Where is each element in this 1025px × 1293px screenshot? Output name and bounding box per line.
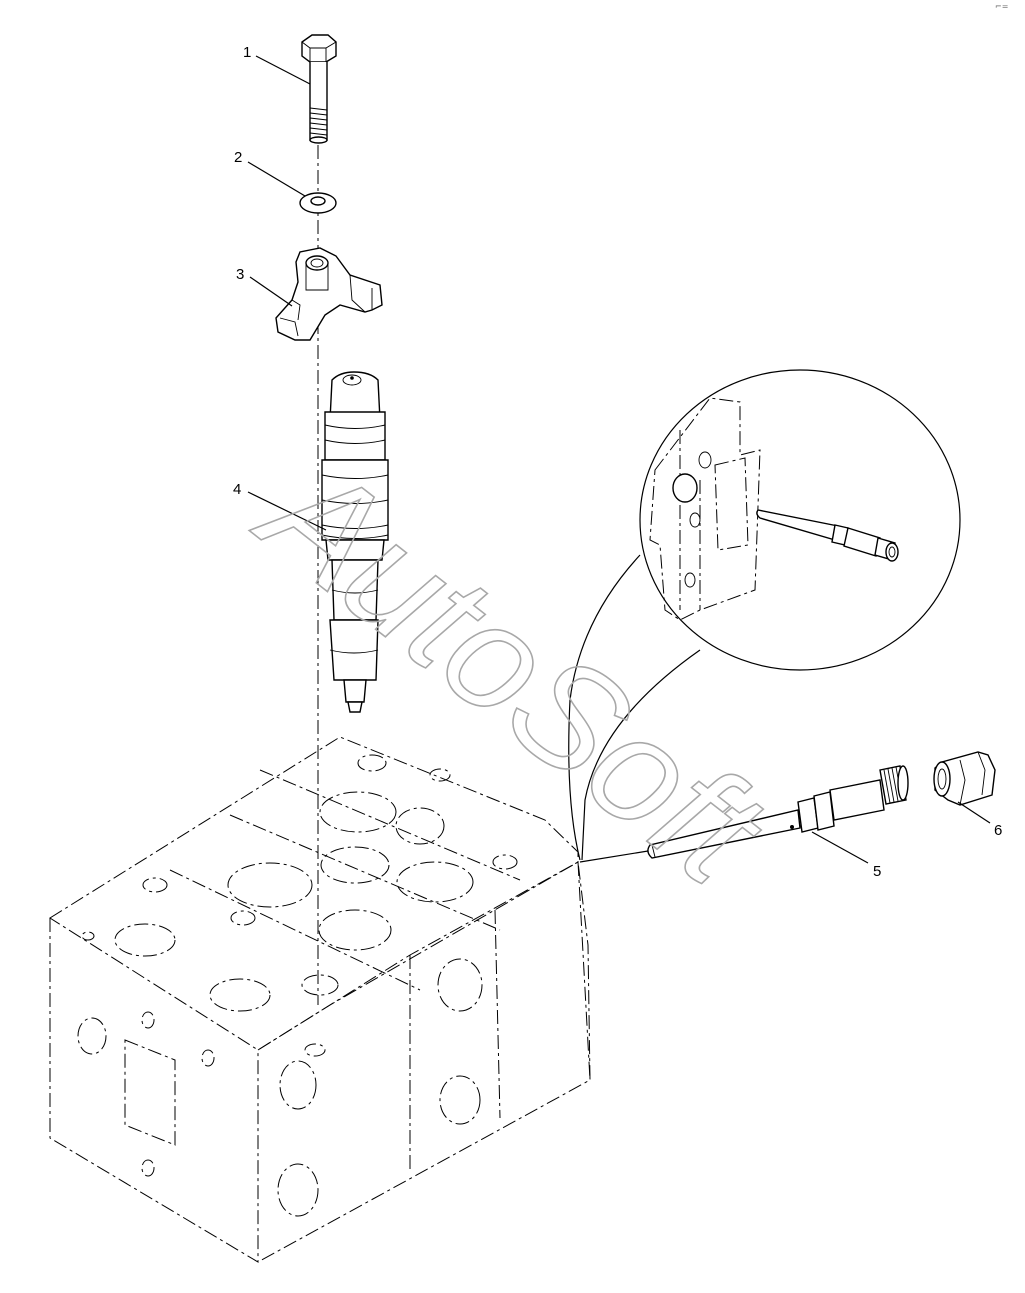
callout-6: 6 [994, 822, 1002, 839]
connector-leader [579, 850, 649, 863]
corner-mark: ⌐= [995, 2, 1008, 11]
connector-pipe-icon [647, 765, 909, 859]
callout-3: 3 [236, 266, 244, 283]
callout-5: 5 [873, 863, 881, 880]
washer-icon [299, 192, 337, 214]
callout-2: 2 [234, 149, 242, 166]
watermark-logo: AutoSoft [229, 423, 796, 918]
cylinder-head-icon [49, 736, 591, 1263]
injector-icon [321, 371, 389, 713]
clamp-icon [275, 247, 383, 341]
callout-1: 1 [243, 44, 251, 61]
detail-view-icon [568, 369, 961, 861]
nut-icon [933, 751, 996, 806]
callout-4: 4 [233, 481, 241, 498]
hex-bolt-icon [301, 34, 337, 144]
callout-leaders [247, 55, 991, 864]
